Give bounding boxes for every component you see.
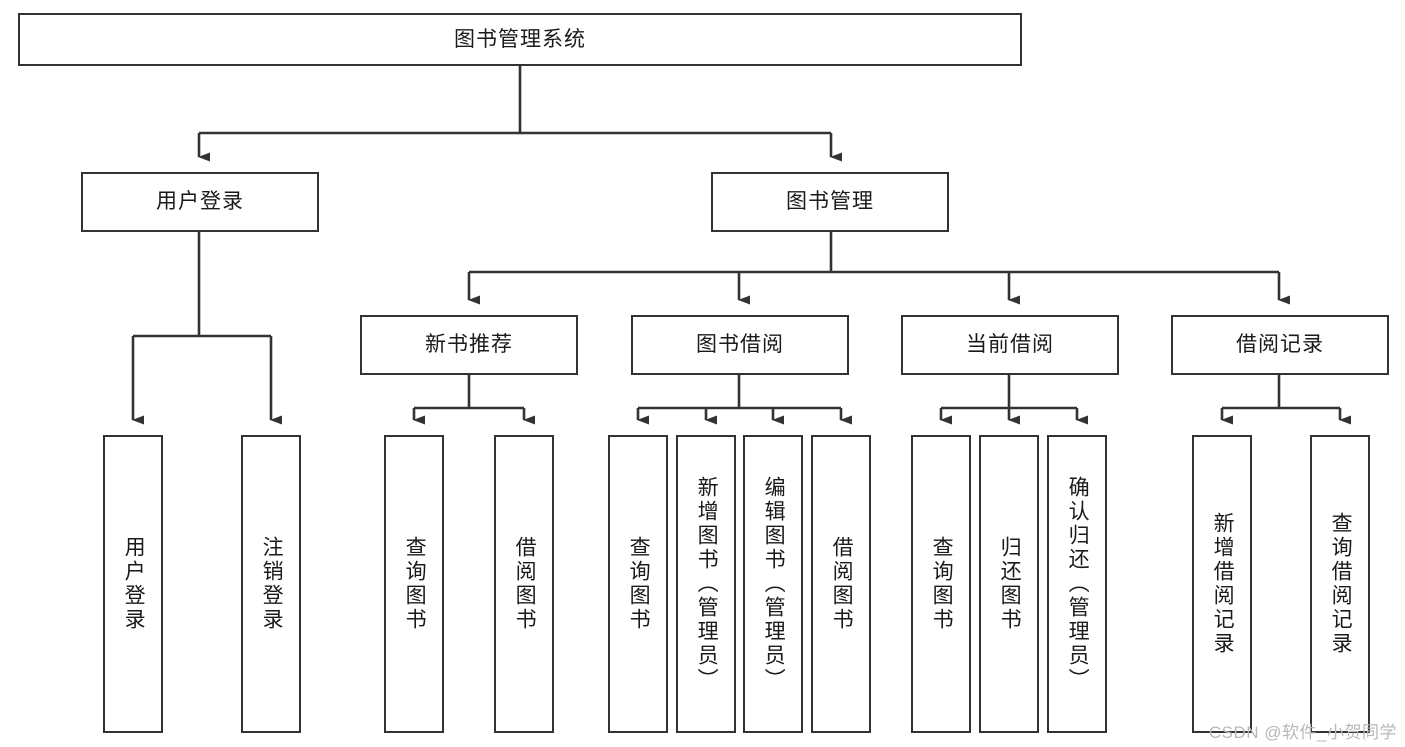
node-leaf-borrow-book-2[interactable]: 借阅图书 bbox=[811, 435, 871, 733]
node-book-borrow-label: 图书借阅 bbox=[696, 333, 784, 357]
node-leaf-add-book[interactable]: 新增图书（管理员） bbox=[676, 435, 736, 733]
node-leaf-query-record-label: 查询借阅记录 bbox=[1329, 512, 1353, 656]
node-current-borrow-label: 当前借阅 bbox=[966, 333, 1054, 357]
node-leaf-borrow-book-2-label: 借阅图书 bbox=[830, 536, 854, 632]
node-leaf-query-book-2[interactable]: 查询图书 bbox=[608, 435, 668, 733]
node-leaf-borrow-book-1[interactable]: 借阅图书 bbox=[494, 435, 554, 733]
node-leaf-borrow-book-1-label: 借阅图书 bbox=[513, 536, 537, 632]
node-leaf-user-login-label: 用户登录 bbox=[122, 536, 146, 632]
node-book-manage[interactable]: 图书管理 bbox=[711, 172, 949, 232]
node-leaf-add-record[interactable]: 新增借阅记录 bbox=[1192, 435, 1252, 733]
node-leaf-add-record-label: 新增借阅记录 bbox=[1211, 512, 1235, 656]
node-book-manage-label: 图书管理 bbox=[786, 190, 874, 214]
node-leaf-confirm-return-label: 确认归还（管理员） bbox=[1066, 476, 1090, 692]
node-user-login[interactable]: 用户登录 bbox=[81, 172, 319, 232]
node-leaf-query-book-1-label: 查询图书 bbox=[403, 536, 427, 632]
node-leaf-user-login[interactable]: 用户登录 bbox=[103, 435, 163, 733]
watermark-text: CSDN @软件_小贺同学 bbox=[1208, 723, 1397, 742]
node-leaf-query-book-1[interactable]: 查询图书 bbox=[384, 435, 444, 733]
node-leaf-return-book-label: 归还图书 bbox=[998, 536, 1022, 632]
node-current-borrow[interactable]: 当前借阅 bbox=[901, 315, 1119, 375]
node-leaf-logout-login[interactable]: 注销登录 bbox=[241, 435, 301, 733]
node-root[interactable]: 图书管理系统 bbox=[18, 13, 1022, 66]
node-book-borrow[interactable]: 图书借阅 bbox=[631, 315, 849, 375]
node-new-book-recommend[interactable]: 新书推荐 bbox=[360, 315, 578, 375]
node-leaf-query-book-3[interactable]: 查询图书 bbox=[911, 435, 971, 733]
node-leaf-query-book-3-label: 查询图书 bbox=[930, 536, 954, 632]
node-user-login-label: 用户登录 bbox=[156, 190, 244, 214]
node-leaf-query-book-2-label: 查询图书 bbox=[627, 536, 651, 632]
node-leaf-edit-book-label: 编辑图书（管理员） bbox=[762, 476, 786, 692]
node-root-label: 图书管理系统 bbox=[454, 27, 586, 51]
node-new-book-recommend-label: 新书推荐 bbox=[425, 333, 513, 357]
node-leaf-return-book[interactable]: 归还图书 bbox=[979, 435, 1039, 733]
node-borrow-record-label: 借阅记录 bbox=[1236, 333, 1324, 357]
node-leaf-edit-book[interactable]: 编辑图书（管理员） bbox=[743, 435, 803, 733]
node-leaf-confirm-return[interactable]: 确认归还（管理员） bbox=[1047, 435, 1107, 733]
node-leaf-query-record[interactable]: 查询借阅记录 bbox=[1310, 435, 1370, 733]
node-leaf-logout-login-label: 注销登录 bbox=[260, 536, 284, 632]
node-leaf-add-book-label: 新增图书（管理员） bbox=[695, 476, 719, 692]
node-borrow-record[interactable]: 借阅记录 bbox=[1171, 315, 1389, 375]
